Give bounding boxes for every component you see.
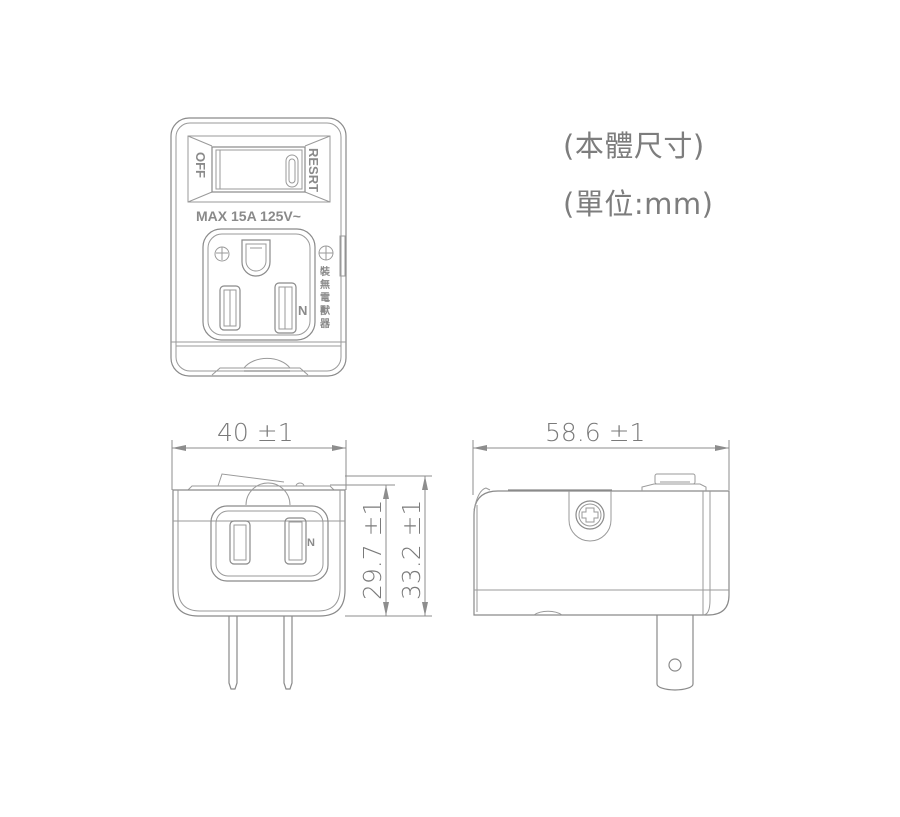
front-neutral-mark: N <box>307 537 315 549</box>
top-neutral-mark: N <box>298 303 307 318</box>
switch-label-reset: RESRT <box>306 148 321 192</box>
width-dimension: 40 ±1 <box>217 418 294 447</box>
length-dimension: 58.6 ±1 <box>545 418 645 447</box>
height-dimension-outer: 33.2 ±1 <box>397 500 426 600</box>
top-outlet <box>202 228 316 341</box>
prong-hole-icon <box>668 658 682 672</box>
top-view: OFF RESRT MAX 15A 125V~ N 裝 <box>170 117 347 377</box>
height-dimension-inner: 29.7 ±1 <box>358 500 387 600</box>
unit-note: (單位:mm) <box>563 187 714 221</box>
side-char-5: 器 <box>319 318 331 330</box>
top-body-outline <box>170 117 347 377</box>
side-char-3: 電 <box>320 292 330 304</box>
screw-icon <box>575 500 605 530</box>
side-view: 58.6 ±1 <box>472 418 730 691</box>
rocker-switch <box>187 135 331 203</box>
switch-label-off: OFF <box>193 152 208 178</box>
title-note: (本體尺寸) <box>563 129 705 163</box>
side-char-1: 裝 <box>319 265 331 278</box>
hot-slot <box>219 285 241 331</box>
front-view: 40 ±1 N 29.7 ±1 33.2 ±1 <box>171 418 432 690</box>
side-rail <box>339 235 346 277</box>
side-char-4: 獸 <box>320 304 330 317</box>
side-char-2: 無 <box>320 278 330 291</box>
neutral-slot <box>274 282 297 334</box>
rating-label: MAX 15A 125V~ <box>196 208 301 224</box>
